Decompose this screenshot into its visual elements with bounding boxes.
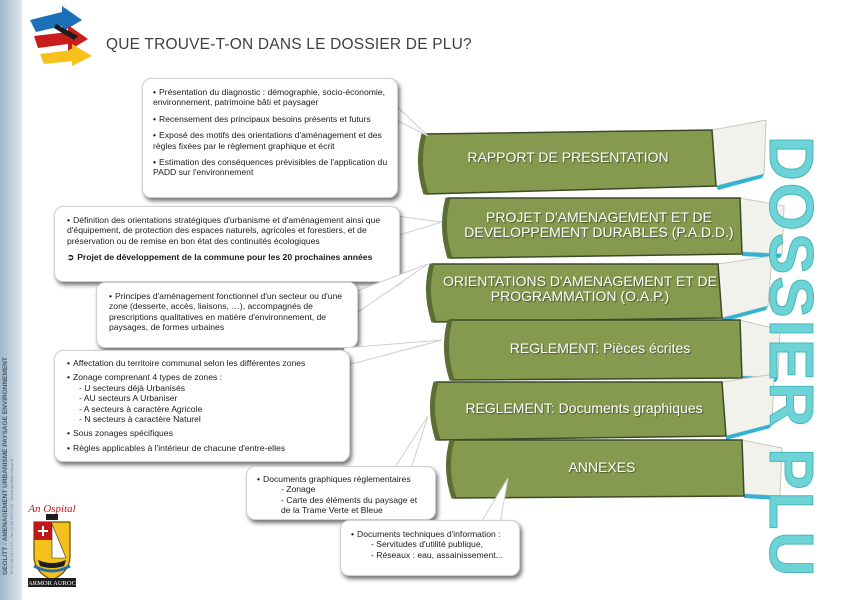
side-credit-text: GEOLITT - AMENAGEMENT URBANISME PAYSAGE … [2, 357, 9, 575]
side-band [0, 0, 22, 600]
callout-item: •Règles applicables à l'intérieur de cha… [67, 442, 286, 453]
book-stack: RAPPORT DE PRESENTATION PROJET D'AMENAGE… [412, 120, 785, 500]
book-rapport-de-presentation[interactable]: RAPPORT DE PRESENTATION [412, 120, 767, 195]
crest-bottom-text: ARMOR AUROC [28, 580, 76, 587]
callout-item: •Exposé des motifs des orientations d'am… [153, 130, 382, 151]
book-label-reglement-ecrit: REGLEMENT: Pièces écrites [509, 339, 691, 356]
book-label-reglement-graphique: REGLEMENT: Documents graphiques [465, 399, 703, 416]
book-shape-icon [418, 120, 767, 195]
side-credit-contact: Tel 02.98.63.70.13 - Fax 02.98.63.72.83 … [9, 458, 14, 575]
callout-annexes: •Documents techniques d'information : - … [340, 520, 520, 576]
book-shape-icon [442, 197, 785, 259]
book-label-padd: PROJET D'AMENAGEMENT ET DE DEVELOPPEMENT… [464, 209, 734, 240]
book-label-rapport: RAPPORT DE PRESENTATION [467, 148, 669, 165]
callout-item: •Présentation du diagnostic : démographi… [153, 87, 385, 108]
commune-crest-icon: An Ospital ARMOR AUROC [27, 503, 76, 587]
callout-item: •Principes d'aménagement fonctionnel d'u… [109, 291, 343, 333]
book-oap[interactable]: ORIENTATIONS D'AMENAGEMENT ET DE PROGRAM… [424, 252, 773, 323]
callout-item: •Affectation du territoire communal selo… [67, 358, 306, 368]
callout-pointer-icon [479, 477, 509, 525]
zone-au: - AU secteurs A Urbaniser [79, 393, 178, 404]
callout-item: •Documents graphiques réglementaires - Z… [257, 474, 427, 516]
book-label-annexes: ANNEXES [568, 458, 636, 475]
book-shape-icon [446, 439, 783, 500]
callout-reglement-ecrit: •Affectation du territoire communal selo… [54, 350, 350, 462]
callout-item: •Recensement des principaux besoins prés… [153, 113, 371, 124]
book-padd[interactable]: PROJET D'AMENAGEMENT ET DE DEVELOPPEMENT… [440, 192, 785, 259]
callout-rapport: •Présentation du diagnostic : démographi… [142, 78, 398, 198]
book-annexes[interactable]: ANNEXES [444, 436, 783, 500]
crest-top-text: An Ospital [27, 503, 75, 515]
callout-reglement-graphique: •Documents graphiques réglementaires - Z… [246, 466, 436, 520]
book-shape-icon [444, 319, 781, 382]
callout-pointer-icon [396, 215, 443, 237]
callout-item: •Définition des orientations stratégique… [67, 215, 381, 246]
dossier-plu-title-text: DOSSIER PLU [756, 136, 826, 579]
page-title: QUE TROUVE-T-ON DANS LE DOSSIER DE PLU? [106, 36, 472, 53]
callout-padd: •Définition des orientations stratégique… [54, 206, 400, 282]
callout-pointer-icon [353, 263, 429, 313]
zone-n: - N secteurs à caractère Naturel [79, 414, 201, 425]
geolitt-logo-icon [30, 6, 92, 66]
book-reglement-ecrit[interactable]: REGLEMENT: Pièces écrites [442, 316, 781, 382]
callout-pointer-icon [391, 415, 429, 473]
callout-item: •Zonage comprenant 4 types de zones : - … [67, 372, 339, 424]
callout-item: •Estimation des conséquences prévisibles… [153, 157, 388, 178]
callout-sub-item: - Servitudes d'utilité publique, [371, 539, 483, 550]
zone-a: - A secteurs à caractère Agricole [79, 403, 203, 414]
book-shape-icon [430, 373, 775, 441]
callout-pointer-icon [344, 339, 443, 367]
callout-oap: •Principes d'aménagement fonctionnel d'u… [96, 282, 358, 348]
zone-u: - U secteurs déjà Urbanisés [79, 382, 186, 393]
callout-sub-item: - Carte des éléments du paysage et de la… [281, 494, 418, 516]
book-shape-icon [426, 255, 773, 323]
callout-sub-item: - Zonage [281, 484, 316, 495]
dossier-plu-title: DOSSIER PLU [756, 136, 826, 579]
book-reglement-graphique[interactable]: REGLEMENT: Documents graphiques [428, 372, 775, 441]
callout-item: •Sous zonages spécifiques [67, 428, 173, 439]
callout-item: •Documents techniques d'information : - … [351, 529, 511, 560]
callout-sub-item: - Réseaux : eau, assainissement... [371, 549, 503, 560]
book-label-oap: ORIENTATIONS D'AMENAGEMENT ET DE PROGRAM… [443, 273, 717, 304]
side-credit: GEOLITT - AMENAGEMENT URBANISME PAYSAGE … [2, 340, 14, 575]
callout-highlight: ➲Projet de développement de la commune p… [67, 252, 373, 263]
